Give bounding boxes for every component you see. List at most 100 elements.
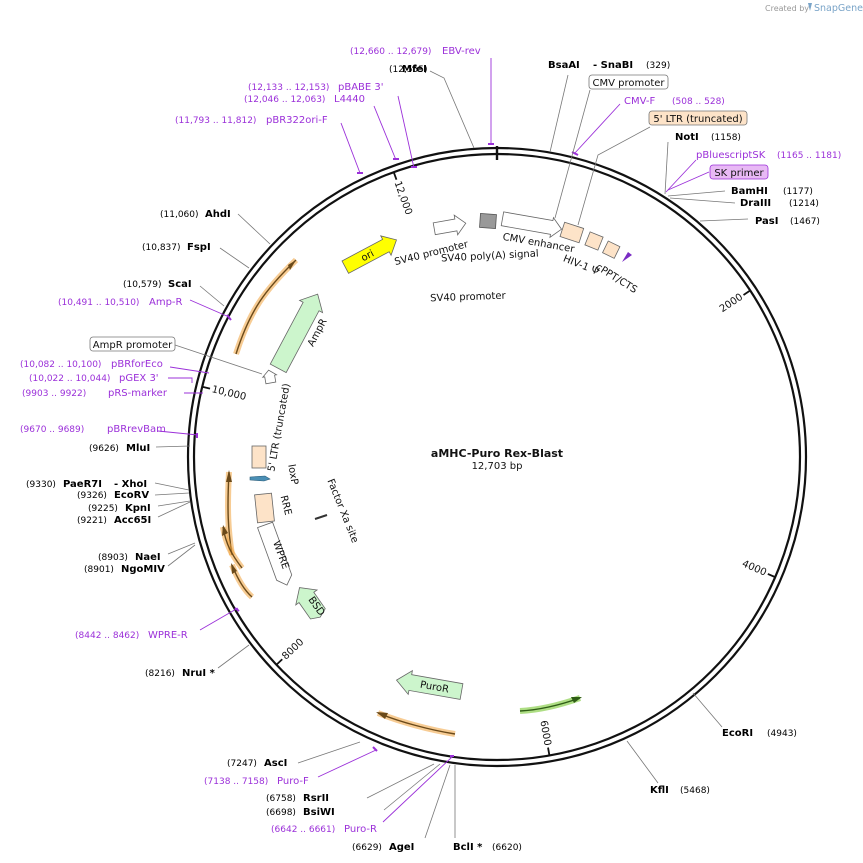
site-leader-scai: [199, 285, 225, 307]
primer-pbabe3[interactable]: pBABE 3': [338, 82, 384, 93]
primer-leader-wpre-r: [199, 607, 239, 631]
box-ampr-promoter[interactable]: [89, 336, 176, 352]
site-naei[interactable]: NaeI: [135, 552, 161, 563]
site-paer7i[interactable]: PaeR7I: [63, 479, 102, 490]
feature-sv40-polya[interactable]: [479, 213, 497, 229]
feature-rre[interactable]: [254, 492, 275, 524]
tick-mark: [202, 385, 211, 390]
site-scai[interactable]: ScaI: [168, 279, 192, 290]
site-rsrii[interactable]: RsrII: [303, 793, 329, 804]
site-bsiwi[interactable]: BsiWI: [303, 807, 335, 818]
primer-pgex3[interactable]: pGEX 3': [119, 373, 159, 384]
feature-ori[interactable]: [340, 230, 402, 277]
feature-wpre[interactable]: [257, 521, 295, 588]
site-mfei[interactable]: MfeI: [402, 64, 427, 75]
primer-wpre-r[interactable]: WPRE-R: [148, 630, 188, 641]
site-bsaai[interactable]: BsaAI: [548, 60, 580, 71]
site-pos-fspi: (10,837): [142, 243, 181, 253]
site-ecori[interactable]: EcoRI: [722, 728, 753, 739]
primer-cmv-f[interactable]: CMV-F: [624, 96, 655, 107]
primer-pos-cmv-f: (508 .. 528): [672, 97, 725, 107]
feature-factor-xa[interactable]: [314, 514, 328, 520]
site-fspi[interactable]: FspI: [187, 242, 211, 253]
site-ahdi[interactable]: AhdI: [205, 209, 231, 220]
plasmid-name: aMHC-Puro Rex-Blast: [431, 447, 563, 460]
feature-5ltr-truncated[interactable]: [251, 445, 267, 469]
feature-ampr-promoter[interactable]: [261, 369, 278, 385]
watermark-brand: SnapGene: [814, 3, 863, 14]
site-kfli[interactable]: KflI: [650, 785, 669, 796]
site-xhoi[interactable]: - XhoI: [114, 479, 147, 490]
site-pasi[interactable]: PasI: [755, 216, 778, 227]
primer-leader-l4440: [373, 105, 397, 161]
site-leader-bsiwi: [383, 763, 441, 811]
site-leader-bsaai: [549, 74, 569, 153]
primer-amp-r[interactable]: Amp-R: [149, 297, 183, 308]
tick-mark: [547, 747, 551, 756]
site-pos-mlui: (9626): [89, 444, 119, 454]
site-leader-kpni: [157, 500, 191, 507]
site-leader-paer7i: [154, 482, 190, 491]
feature-loxp[interactable]: [249, 475, 271, 482]
site-agei[interactable]: AgeI: [389, 842, 414, 853]
feature-loxp-label: loxP: [285, 463, 299, 485]
primer-leader-puro-f: [317, 749, 377, 778]
site-ecorv[interactable]: EcoRV: [114, 490, 149, 501]
primer-prs-marker[interactable]: pRS-marker: [108, 388, 168, 399]
site-bcli[interactable]: BclI *: [453, 842, 483, 853]
primer-pos-puro-r: (6642 .. 6661): [271, 825, 335, 835]
site-leader-agei: [424, 764, 451, 839]
site-pos-pasi: (1467): [790, 217, 820, 227]
site-pos-asci: (7247): [227, 759, 257, 769]
primer-l4440[interactable]: L4440: [334, 94, 365, 105]
site-ngomiv[interactable]: NgoMIV: [121, 564, 165, 575]
feature-cmv-promoter-box[interactable]: [559, 221, 585, 244]
box-5ltr-truncated[interactable]: [648, 110, 748, 126]
orf-arc-green-head: [571, 697, 582, 703]
primer-mark-puro-f: [372, 746, 378, 752]
sk-primer-mark: [622, 252, 632, 262]
site-leader-fspi: [219, 247, 250, 269]
site-asci[interactable]: AscI: [264, 758, 287, 769]
site-pos-agei: (6629): [352, 843, 382, 853]
site-bamhi[interactable]: BamHI: [731, 186, 768, 197]
tick-label: 8000: [280, 637, 306, 662]
watermark-prefix: Created by: [765, 4, 809, 13]
box-leader-ampr-promoter: [174, 344, 263, 375]
feature-sv40-promoter-1[interactable]: [432, 213, 468, 238]
primer-pos-pbabe3: (12,133 .. 12,153): [248, 83, 329, 93]
box-cmv-promoter[interactable]: [588, 74, 669, 90]
site-pos-kpni: (9225): [88, 504, 118, 514]
site-noti[interactable]: NotI: [675, 132, 699, 143]
feature-bsd[interactable]: [289, 580, 331, 624]
primer-pbrrevbam[interactable]: pBRrevBam: [107, 424, 166, 435]
box-sk-primer[interactable]: [709, 164, 769, 180]
plasmid-length: 12,703 bp: [472, 461, 523, 472]
feature-cmv-enhancer[interactable]: [500, 209, 564, 239]
box-cmv-promoter-label: CMV promoter: [592, 78, 665, 89]
site-snabi[interactable]: - SnaBI: [593, 60, 633, 71]
primer-leader-pgex3: [168, 377, 193, 383]
site-draiii[interactable]: DraIII: [740, 198, 771, 209]
site-pos-acc65i: (9221): [77, 516, 107, 526]
orf-arc-left-3-head: [231, 563, 237, 574]
site-nrui[interactable]: NruI *: [182, 668, 216, 679]
site-kpni[interactable]: KpnI: [125, 503, 151, 514]
primer-pbr322ori[interactable]: pBR322ori-F: [266, 115, 328, 126]
primer-pbrforeco[interactable]: pBRforEco: [111, 359, 163, 370]
feature-ampr[interactable]: [267, 288, 329, 374]
feature-sv40-promoter-2-label: SV40 promoter: [430, 291, 507, 305]
feature-cppt-cts[interactable]: [602, 240, 621, 259]
site-mlui[interactable]: MluI: [126, 443, 150, 454]
site-acc65i[interactable]: Acc65I: [114, 515, 151, 526]
feature-puror[interactable]: [394, 668, 464, 703]
primer-puro-r[interactable]: Puro-R: [344, 824, 377, 835]
primer-pbluescriptsk[interactable]: pBluescriptSK: [696, 150, 766, 161]
feature-factor-xa-label: Factor Xa site: [324, 477, 360, 544]
site-leader-bamhi: [667, 190, 726, 197]
primer-ebv-rev[interactable]: EBV-rev: [442, 46, 481, 57]
site-pos-ecori: (4943): [767, 729, 797, 739]
feature-hiv1-psi[interactable]: [584, 231, 604, 251]
primer-puro-f[interactable]: Puro-F: [277, 776, 309, 787]
site-pos-nrui: (8216): [145, 669, 175, 679]
